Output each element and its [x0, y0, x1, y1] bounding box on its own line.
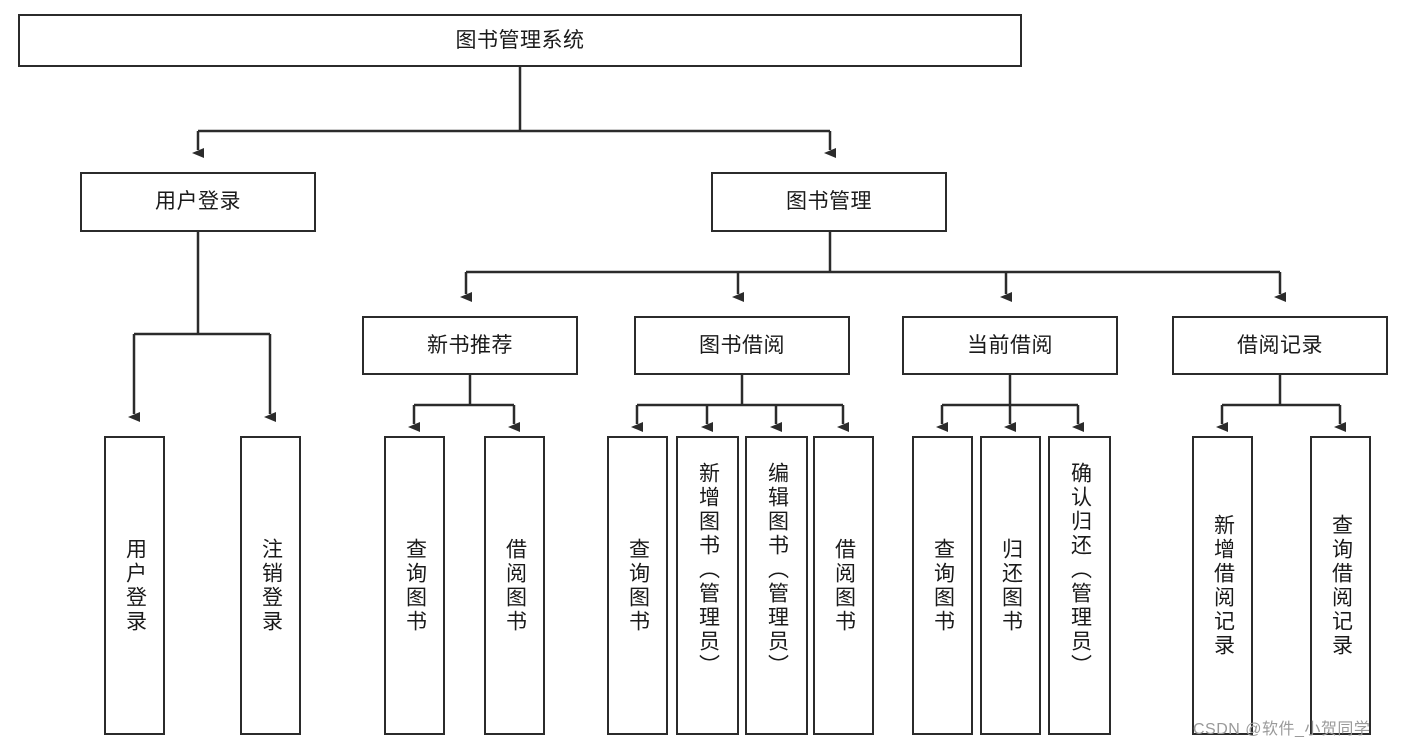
leaf-query-book-borrow[interactable]: 查询图书 [607, 436, 668, 735]
leaf-borrow-book-newrec[interactable]: 借阅图书 [484, 436, 545, 735]
node-book-manage[interactable]: 图书管理 [711, 172, 947, 232]
node-label: 当前借阅 [967, 333, 1053, 357]
node-label: 确认归还（管理员） [1068, 462, 1092, 678]
leaf-user-login[interactable]: 用户登录 [104, 436, 165, 735]
node-label: 查询借阅记录 [1329, 513, 1353, 658]
leaf-add-book-admin[interactable]: 新增图书（管理员） [676, 436, 739, 735]
node-label: 用户登录 [155, 190, 241, 214]
csdn-watermark: CSDN @软件_小贺同学 [1193, 721, 1371, 738]
node-label: 借阅图书 [503, 537, 527, 634]
node-label: 图书管理 [786, 190, 872, 214]
node-label: 借阅图书 [832, 537, 856, 634]
leaf-confirm-return-admin[interactable]: 确认归还（管理员） [1048, 436, 1111, 735]
node-label: 归还图书 [999, 537, 1023, 634]
leaf-query-book-current[interactable]: 查询图书 [912, 436, 973, 735]
leaf-add-borrow-record[interactable]: 新增借阅记录 [1192, 436, 1253, 735]
node-root-system[interactable]: 图书管理系统 [18, 14, 1022, 67]
node-label: 注销登录 [259, 537, 283, 634]
node-new-book-recommend[interactable]: 新书推荐 [362, 316, 578, 375]
node-label: 借阅记录 [1237, 333, 1323, 357]
node-label: 图书管理系统 [455, 28, 585, 52]
node-label: 查询图书 [403, 537, 427, 634]
node-book-borrow[interactable]: 图书借阅 [634, 316, 850, 375]
node-label: 新增图书（管理员） [696, 462, 720, 678]
node-label: 新书推荐 [427, 333, 513, 357]
leaf-borrow-book-borrow[interactable]: 借阅图书 [813, 436, 874, 735]
node-user-login[interactable]: 用户登录 [80, 172, 316, 232]
node-label: 查询图书 [931, 537, 955, 634]
leaf-query-borrow-record[interactable]: 查询借阅记录 [1310, 436, 1371, 735]
node-label: 新增借阅记录 [1211, 513, 1235, 658]
node-current-borrow[interactable]: 当前借阅 [902, 316, 1118, 375]
node-label: 编辑图书（管理员） [765, 462, 789, 678]
leaf-return-book[interactable]: 归还图书 [980, 436, 1041, 735]
node-label: 用户登录 [123, 537, 147, 634]
leaf-query-book-newrec[interactable]: 查询图书 [384, 436, 445, 735]
node-label: 图书借阅 [699, 333, 785, 357]
node-borrow-record[interactable]: 借阅记录 [1172, 316, 1388, 375]
node-label: 查询图书 [626, 537, 650, 634]
leaf-edit-book-admin[interactable]: 编辑图书（管理员） [745, 436, 808, 735]
leaf-logout-login[interactable]: 注销登录 [240, 436, 301, 735]
